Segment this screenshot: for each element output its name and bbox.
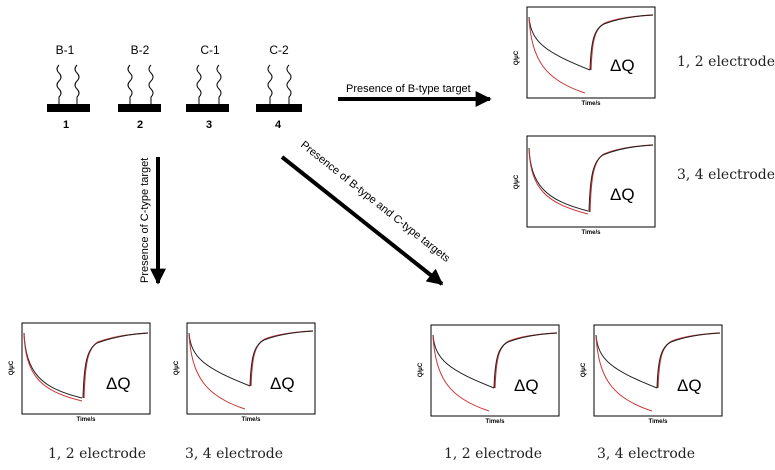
caption-c-34: 3, 4 electrode (185, 446, 283, 462)
probe-label-b2: B-2 (131, 43, 150, 57)
curve-red-decay (595, 336, 653, 412)
caption-bc-34: 3, 4 electrode (597, 446, 695, 462)
electrode-number-3: 3 (206, 119, 212, 131)
x-axis-label: Time/s (582, 230, 602, 236)
electrode-number-2: 2 (137, 119, 143, 131)
probe-strand (127, 64, 133, 105)
curve-red-decay (528, 149, 589, 215)
electrode-bar (47, 104, 90, 112)
electrode-3: C-1 3 (186, 43, 229, 131)
curve-black-recovery (82, 332, 149, 399)
curve-black-recovery (493, 332, 558, 389)
curve-black-recovery (588, 144, 654, 213)
electrode-bar (256, 104, 302, 112)
curve-black-decay (595, 334, 658, 389)
arrow-bc-type-label: Presence of B-type and C-type targets (298, 139, 452, 265)
curve-red-decay (188, 334, 246, 410)
delta-q-label: ΔQ (514, 376, 539, 395)
x-axis-label: Time/s (242, 417, 262, 423)
x-axis-label: Time/s (582, 101, 602, 107)
x-axis-label: Time/s (77, 417, 97, 423)
probe-strand (196, 64, 202, 105)
caption-b-34: 3, 4 electrode (677, 167, 775, 183)
electrode-2: B-2 2 (118, 43, 161, 131)
probe-strand (267, 64, 273, 105)
curve-black-recovery (249, 330, 314, 387)
electrode-1: B-1 1 (47, 43, 90, 131)
plot-b-electrode-34: ΔQ Q/μC Time/s (514, 135, 656, 236)
arrow-bc-type (280, 155, 444, 286)
electrode-4: C-2 4 (256, 43, 302, 131)
y-axis-label: Q/μC (514, 174, 520, 189)
plot-c-electrode-34: ΔQ Q/μC Time/s (174, 322, 316, 423)
x-axis-label: Time/s (486, 419, 506, 425)
y-axis-label: Q/μC (581, 362, 587, 377)
probe-strand (56, 64, 62, 105)
probe-strand (148, 64, 154, 105)
probe-label-c2: C-2 (269, 43, 289, 57)
curve-red-decay (23, 334, 83, 402)
probe-strand (216, 64, 222, 105)
curve-black-decay (188, 332, 251, 387)
probe-label-c1: C-1 (200, 43, 220, 57)
probe-strand (74, 64, 80, 105)
delta-q-label: ΔQ (610, 185, 635, 204)
curve-red-decay (528, 18, 586, 94)
arrow-b-type-label: Presence of B-type target (346, 83, 471, 95)
arrow-c-type-label: Presence of C-type target (139, 158, 151, 283)
curve-black-recovery (589, 14, 654, 71)
plot-c-electrode-12: ΔQ Q/μC Time/s (9, 322, 151, 423)
probe-strand (286, 64, 292, 105)
curve-black-decay (528, 16, 591, 71)
plot-bc-electrode-12: ΔQ Q/μC Time/s (418, 324, 560, 425)
delta-q-label: ΔQ (677, 376, 702, 395)
y-axis-label: Q/μC (174, 360, 180, 375)
electrode-bar (186, 104, 229, 112)
curve-black-decay (432, 334, 495, 389)
caption-b-12: 1, 2 electrode (677, 54, 775, 70)
caption-c-12: 1, 2 electrode (48, 446, 146, 462)
caption-bc-12: 1, 2 electrode (444, 446, 542, 462)
delta-q-label: ΔQ (270, 374, 295, 393)
y-axis-label: Q/μC (9, 360, 15, 375)
electrode-number-4: 4 (275, 119, 282, 131)
plot-b-electrode-12: ΔQ Q/μC Time/s (514, 6, 656, 107)
y-axis-label: Q/μC (418, 362, 424, 377)
y-axis-label: Q/μC (514, 50, 520, 65)
electrode-number-1: 1 (63, 119, 69, 131)
curve-black-recovery (656, 332, 721, 389)
electrode-bar (118, 104, 161, 112)
delta-q-label: ΔQ (106, 374, 131, 393)
probe-label-b1: B-1 (56, 43, 75, 57)
x-axis-label: Time/s (649, 419, 669, 425)
curve-red-decay (432, 336, 490, 412)
plot-bc-electrode-34: ΔQ Q/μC Time/s (581, 324, 723, 425)
delta-q-label: ΔQ (610, 56, 635, 75)
